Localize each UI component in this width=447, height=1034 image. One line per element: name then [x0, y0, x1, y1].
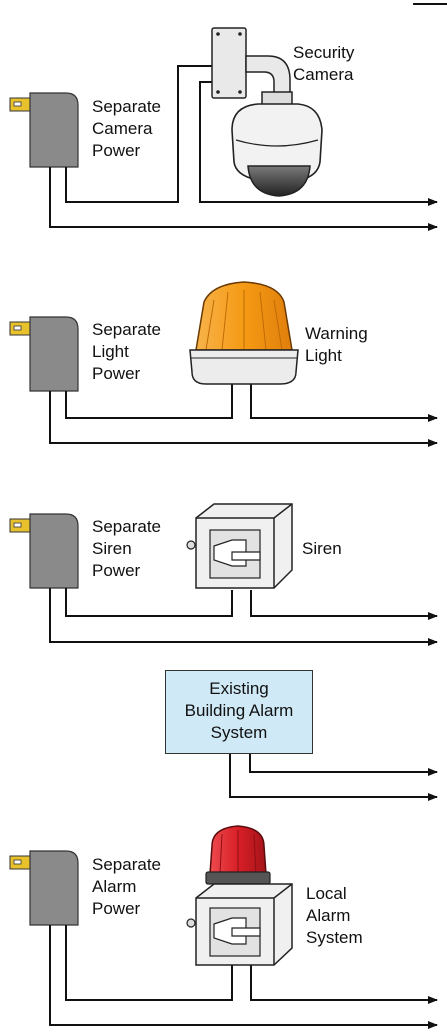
warning-light-icon: [189, 281, 299, 385]
camera-power-wire: [65, 65, 212, 203]
camera-power-adapter: [9, 92, 79, 168]
siren-output-wire-1: [250, 590, 438, 620]
light-device-label: Warning Light: [305, 324, 368, 365]
alarm-output-wire-1: [250, 965, 438, 1004]
light-power-adapter: [9, 316, 79, 392]
existing-building-alarm-box: Existing Building Alarm System: [165, 670, 313, 754]
alarm-output-wire-2: [49, 925, 438, 1029]
security-camera-icon: [211, 27, 323, 197]
local-alarm-icon: [186, 825, 293, 966]
alarm-power-adapter: [9, 850, 79, 926]
alarm-power-wire: [65, 925, 233, 1001]
siren-power-wire: [65, 588, 233, 617]
light-power-wire: [65, 384, 233, 419]
siren-output-wire-2: [49, 588, 438, 646]
building-output-wire-1: [249, 754, 438, 776]
siren-device-label: Siren: [302, 539, 342, 558]
siren-power-adapter: [9, 513, 79, 589]
camera-output-wire-2: [49, 167, 438, 231]
light-power-label: Separate Light Power: [92, 320, 161, 383]
camera-device-label: Security Camera: [293, 43, 355, 84]
local-alarm-device-label: Local Alarm System: [306, 884, 363, 947]
light-section: [9, 281, 438, 447]
light-output-wire-2: [49, 391, 438, 447]
local-alarm-section: [9, 825, 438, 1029]
building-alarm-section: [229, 754, 438, 801]
siren-section: [9, 503, 438, 646]
camera-output-wire-1: [199, 81, 438, 206]
camera-section: [9, 27, 438, 231]
building-output-wire-2: [229, 754, 438, 801]
siren-power-label: Separate Siren Power: [92, 517, 161, 580]
camera-power-label: Separate Camera Power: [92, 97, 161, 160]
siren-icon: [186, 503, 293, 589]
light-output-wire-1: [250, 384, 438, 422]
alarm-power-label: Separate Alarm Power: [92, 855, 161, 918]
